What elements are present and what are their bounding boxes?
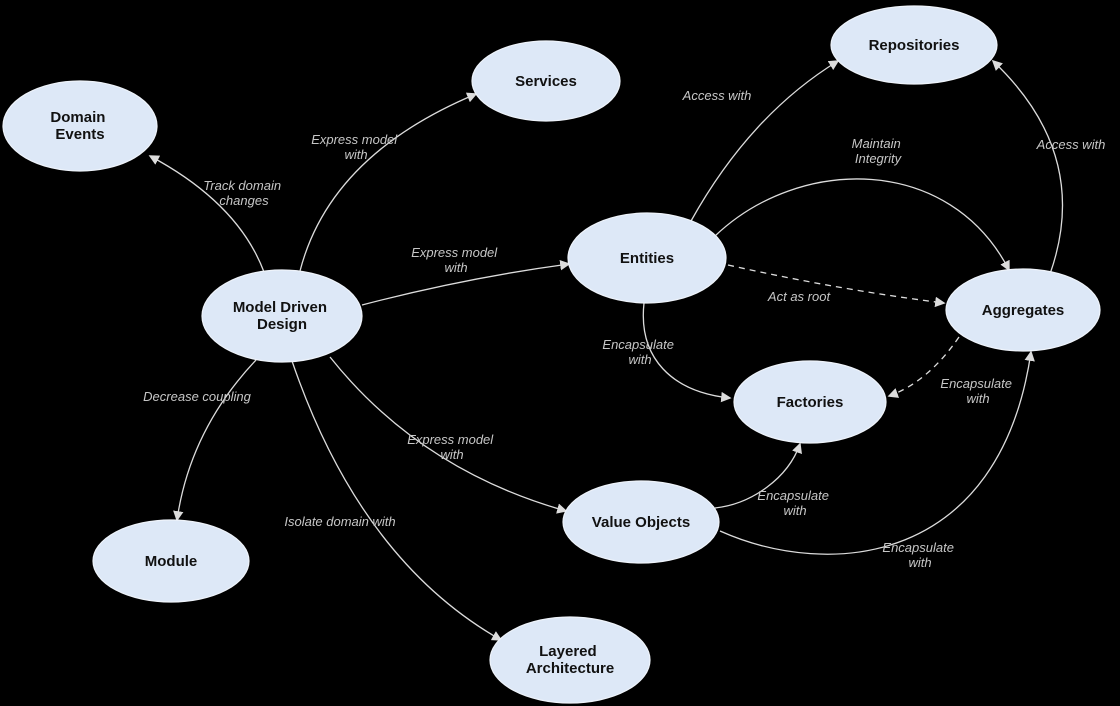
repositories-ellipse <box>830 5 998 85</box>
node-domain-events: Domain Events <box>2 80 158 172</box>
edge-label-encapsulate-value-objects-aggregates: Encapsulate with <box>882 540 957 570</box>
edge-aggregates-repositories <box>991 59 1064 275</box>
layered-architecture-label: Layered Architecture <box>526 643 614 677</box>
model-driven-design-label: Model Driven Design <box>233 299 331 333</box>
edge-entities-repositories <box>690 60 840 222</box>
node-services: Services <box>471 40 621 122</box>
edge-mdd-services <box>299 92 478 272</box>
edge-aggregates-factories <box>887 336 960 398</box>
domain-events-ellipse <box>2 80 158 172</box>
edge-label-encapsulate-value-objects-factories: Encapsulate with <box>757 488 832 518</box>
edge-entities-factories <box>642 302 732 403</box>
node-layered-architecture: Layered Architecture <box>489 616 651 704</box>
factories-ellipse <box>733 360 887 444</box>
aggregates-label: Aggregates <box>982 302 1065 319</box>
services-ellipse <box>471 40 621 122</box>
edge-label-encapsulate-aggregates-factories: Encapsulate with <box>940 376 1015 406</box>
edge-mdd-entities <box>361 260 571 306</box>
node-module: Module <box>92 519 250 603</box>
value-objects-label: Value Objects <box>592 514 690 531</box>
edge-value-objects-aggregates <box>719 350 1035 555</box>
node-repositories: Repositories <box>830 5 998 85</box>
edge-label-access-with-aggregates: Access with <box>1036 137 1106 152</box>
edge-label-express-model-entities: Express model with <box>411 245 501 275</box>
edge-label-decrease-coupling: Decrease coupling <box>143 389 251 404</box>
node-entities: Entities <box>567 212 727 304</box>
edge-label-track-domain-changes: Track domain changes <box>203 178 284 208</box>
edge-label-access-with-entities: Access with <box>682 88 752 103</box>
edge-mdd-module <box>173 359 257 522</box>
edge-value-objects-factories <box>714 442 802 509</box>
edges-layer <box>148 59 1064 641</box>
domain-events-label: Domain Events <box>50 109 109 143</box>
edge-label-maintain-integrity: Maintain Integrity <box>852 136 905 166</box>
edge-label-isolate-domain: Isolate domain with <box>284 514 395 529</box>
edge-label-express-model-services: Express model with <box>311 132 401 162</box>
edge-labels-layer: Track domain changes Express model with … <box>143 88 1105 570</box>
entities-label: Entities <box>620 250 674 267</box>
edge-label-express-model-value-objects: Express model with <box>407 432 497 462</box>
edge-entities-aggregates-act-as-root <box>727 264 946 308</box>
edge-label-encapsulate-entities-factories: Encapsulate with <box>602 337 677 367</box>
value-objects-ellipse <box>562 480 720 564</box>
edge-mdd-value-objects <box>329 356 568 514</box>
services-label: Services <box>515 73 577 90</box>
factories-label: Factories <box>777 394 844 411</box>
repositories-label: Repositories <box>869 37 960 54</box>
model-driven-design-ellipse <box>201 269 363 363</box>
layered-architecture-ellipse <box>489 616 651 704</box>
node-aggregates: Aggregates <box>945 268 1101 352</box>
edge-entities-aggregates-maintain-integrity <box>714 178 1010 272</box>
node-factories: Factories <box>733 360 887 444</box>
aggregates-ellipse <box>945 268 1101 352</box>
module-label: Module <box>145 553 198 570</box>
edge-label-act-as-root: Act as root <box>767 289 832 304</box>
node-model-driven-design: Model Driven Design <box>201 269 363 363</box>
entities-ellipse <box>567 212 727 304</box>
module-ellipse <box>92 519 250 603</box>
node-value-objects: Value Objects <box>562 480 720 564</box>
nodes-layer: Domain Events Services Repositories Enti… <box>2 5 1101 704</box>
edge-mdd-layered-architecture <box>291 360 503 641</box>
edge-mdd-domain-events <box>148 155 265 273</box>
